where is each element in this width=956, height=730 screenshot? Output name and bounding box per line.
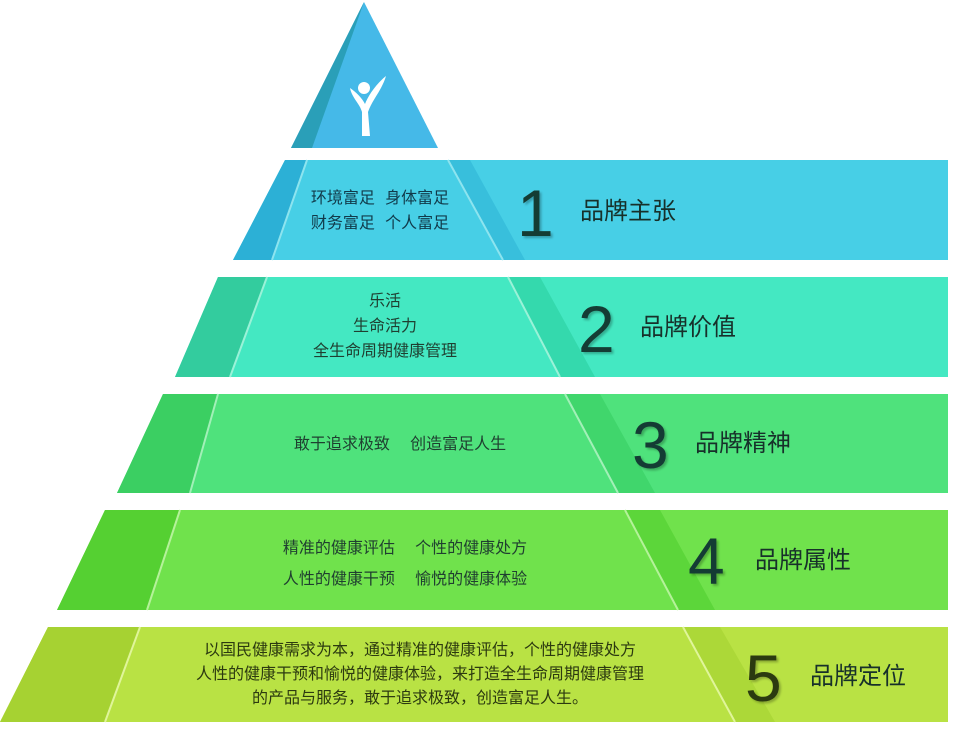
tier-4-description: 精准的健康评估 个性的健康处方人性的健康干预 愉悦的健康体验 [235,532,575,594]
tier-4-label: 品牌属性 [755,546,851,574]
tier-2-description: 乐活生命活力全生命周期健康管理 [285,288,485,363]
person-leaf-logo [350,76,386,136]
tier-1-description: 环境富足 身体富足财务富足 个人富足 [295,185,465,235]
pyramid-top [291,2,438,148]
tier-5-description: 以国民健康需求为本，通过精准的健康评估，个性的健康处方人性的健康干预和愉悦的健康… [120,638,720,710]
tier-1-line: 环境富足 身体富足 [310,188,450,207]
tier-5-line: 以国民健康需求为本，通过精准的健康评估，个性的健康处方 [203,640,636,659]
tier-1-label: 品牌主张 [580,197,676,225]
tier-5-number: 5 [745,641,782,715]
tier-2-line: 全生命周期健康管理 [312,341,457,360]
tier-1-line: 财务富足 个人富足 [310,213,450,232]
tier-4-number: 4 [688,524,725,598]
tier-3-shape [117,393,948,494]
tier-4-line: 人性的健康干预 愉悦的健康体验 [282,569,528,588]
tier-5-line: 人性的健康干预和愉悦的健康体验，来打造全生命周期健康管理 [195,664,644,683]
tier-2-number: 2 [578,292,615,366]
tier-3-description: 敢于追求极致 创造富足人生 [240,431,560,456]
tier-4-shape [57,509,948,611]
tier-2-label: 品牌价值 [640,313,736,341]
tier-1-shape [233,159,948,261]
tier-2-line: 乐活 [368,291,401,310]
tier-3-number: 3 [632,408,669,482]
tier-5-line: 的产品与服务，敢于追求极致，创造富足人生。 [251,688,588,707]
tier-2-shape [175,276,948,378]
tier-5-shape [0,626,948,723]
tier-4-line: 精准的健康评估 个性的健康处方 [282,538,528,557]
tier-2-line: 生命活力 [352,316,417,335]
tier-1-number: 1 [517,176,554,250]
tier-3-line: 敢于追求极致 创造富足人生 [293,434,507,453]
tier-3-label: 品牌精神 [695,429,791,457]
tier-5-label: 品牌定位 [810,662,906,690]
